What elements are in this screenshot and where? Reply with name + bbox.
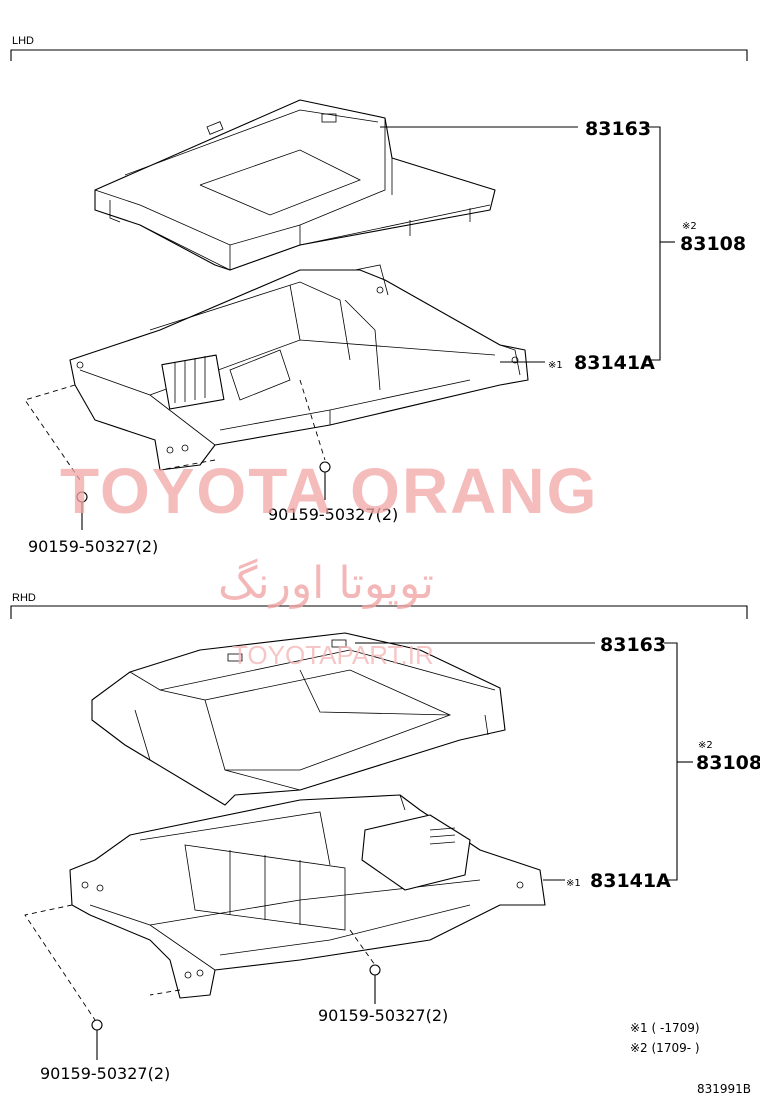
rhd-section-bracket xyxy=(10,605,748,619)
lhd-base-drawing xyxy=(69,264,529,471)
rhd-base-mark: ※1 xyxy=(566,878,581,889)
lhd-cover-drawing xyxy=(94,99,496,271)
lhd-base-pn: 83141A xyxy=(574,352,655,374)
watermark: TOYOTA ORANG تویوتا اورنگ TOYOTAPART.IR xyxy=(60,455,598,670)
lhd-base-mark: ※1 xyxy=(548,360,563,371)
rhd-assy-mark: ※2 xyxy=(698,740,713,751)
lhd-screw-left-pn: 90159-50327(2) xyxy=(28,537,158,556)
rhd-screw-right-icon xyxy=(369,964,381,1004)
lhd-screw-left-icon xyxy=(76,491,88,530)
lhd-screw-right-pn: 90159-50327(2) xyxy=(268,505,398,524)
rhd-label: RHD xyxy=(12,592,36,604)
rhd-assy-pn: 83108 xyxy=(696,752,760,774)
rhd-install-line-right xyxy=(349,929,376,966)
note-1: ※1 ( -1709) xyxy=(630,1021,700,1035)
rhd-assy-bracket xyxy=(664,642,678,881)
rhd-install-line-base xyxy=(149,989,181,996)
rhd-section: RHD xyxy=(10,592,760,1083)
lhd-cover-pn: 83163 xyxy=(585,118,651,140)
rhd-screw-left-pn: 90159-50327(2) xyxy=(40,1064,170,1083)
lhd-assy-bracket xyxy=(647,126,661,361)
rhd-screw-right-pn: 90159-50327(2) xyxy=(318,1006,448,1025)
figure-id: 831991B xyxy=(697,1082,751,1096)
lhd-section: LHD xyxy=(10,35,748,556)
rhd-base-pn: 83141A xyxy=(590,870,671,892)
rhd-cover-pn: 83163 xyxy=(600,634,666,656)
lhd-screw-right-icon xyxy=(319,461,331,500)
lhd-section-bracket xyxy=(10,49,748,61)
watermark-brand-fa: تویوتا اورنگ xyxy=(218,558,434,609)
rhd-install-line-left xyxy=(24,904,96,1021)
lhd-assy-mark: ※2 xyxy=(682,221,697,232)
rhd-screw-left-icon xyxy=(91,1019,103,1060)
lhd-install-line-right xyxy=(299,379,326,461)
note-2: ※2 (1709- ) xyxy=(630,1041,700,1055)
lhd-install-line-base xyxy=(159,459,216,471)
watermark-url: TOYOTAPART.IR xyxy=(232,640,434,670)
watermark-brand: TOYOTA ORANG xyxy=(60,455,598,527)
rhd-base-drawing xyxy=(69,794,546,999)
rhd-cover-drawing xyxy=(91,632,506,806)
lhd-label: LHD xyxy=(12,35,34,47)
lhd-assy-pn: 83108 xyxy=(680,233,746,255)
